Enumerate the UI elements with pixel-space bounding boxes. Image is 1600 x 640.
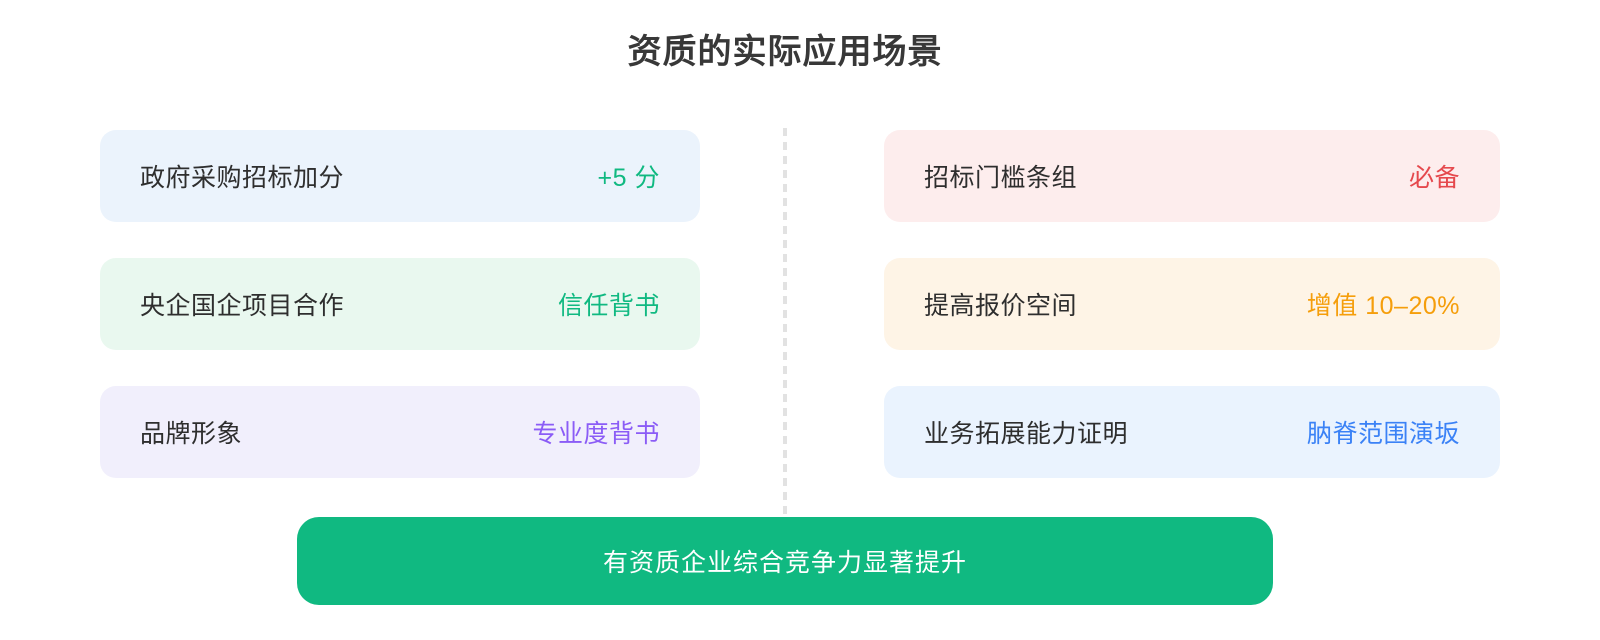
summary-banner-text: 有资质企业综合竞争力显著提升 — [602, 549, 967, 577]
card-government-bid-bonus: 政府采购招标加分 +5 分 — [100, 130, 700, 222]
page-title: 资质的实际应用场景 — [627, 33, 943, 71]
card-business-expansion: 业务拓展能力证明 肭脊范围演坂 — [884, 386, 1500, 478]
left-column: 政府采购招标加分 +5 分 央企国企项目合作 信任背书 品牌形象 专业度背书 — [100, 130, 700, 478]
right-column: 招标门槛条组 必备 提高报价空间 增值 10–20% 业务拓展能力证明 肭脊范围… — [884, 130, 1500, 478]
card-bid-threshold: 招标门槛条组 必备 — [884, 130, 1500, 222]
card-soe-cooperation: 央企国企项目合作 信任背书 — [100, 258, 700, 350]
summary-banner: 有资质企业综合竞争力显著提升 — [297, 517, 1273, 605]
card-label: 品牌形象 — [140, 420, 243, 448]
card-label: 提高报价空间 — [924, 292, 1078, 320]
card-value: 增值 10–20% — [1306, 292, 1460, 320]
card-label: 政府采购招标加分 — [140, 164, 345, 192]
card-label: 业务拓展能力证明 — [924, 420, 1129, 448]
card-label: 央企国企项目合作 — [140, 292, 345, 320]
card-quote-premium: 提高报价空间 增值 10–20% — [884, 258, 1500, 350]
card-label: 招标门槛条组 — [924, 164, 1078, 192]
card-value: 专业度背书 — [532, 420, 660, 448]
card-value: 肭脊范围演坂 — [1306, 420, 1460, 448]
card-value: 必备 — [1408, 164, 1460, 192]
card-brand-image: 品牌形象 专业度背书 — [100, 386, 700, 478]
vertical-dashed-divider — [783, 128, 787, 540]
card-value: 信任背书 — [557, 292, 660, 320]
card-value: +5 分 — [597, 164, 660, 192]
